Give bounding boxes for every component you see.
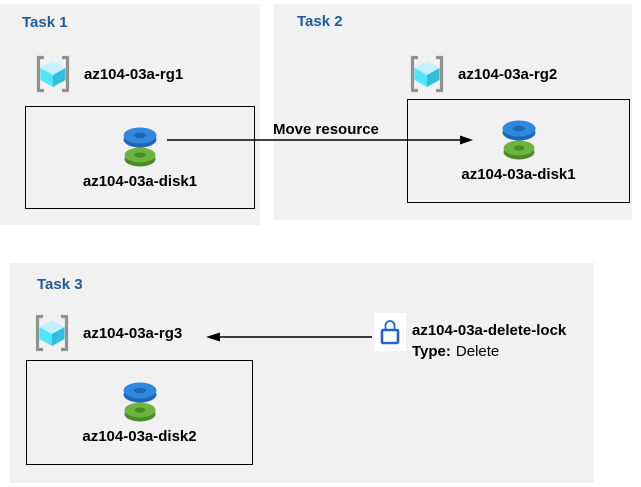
task3-resource-group: az104-03a-rg3 — [33, 313, 182, 353]
resource-group-icon — [410, 55, 444, 93]
delete-lock-type: Type:Delete — [412, 341, 566, 362]
task3-disk-label: az104-03a-disk2 — [82, 427, 197, 445]
task1-title: Task 1 — [22, 14, 68, 31]
task3-panel: Task 3 az104-03a-rg3 az104-03a-disk2 — [10, 263, 594, 483]
task3-resource-box: az104-03a-disk2 — [26, 360, 253, 465]
disk-icon — [123, 127, 157, 166]
delete-lock-text: az104-03a-delete-lock Type:Delete — [412, 320, 566, 362]
resource-group-icon — [35, 314, 69, 352]
resource-group-icon — [36, 55, 70, 93]
task1-resource-box: az104-03a-disk1 — [25, 106, 255, 209]
task1-disk-label: az104-03a-disk1 — [82, 172, 198, 190]
disk-icon — [123, 382, 156, 421]
task2-rg-label: az104-03a-rg2 — [458, 65, 558, 83]
task2-resource-box: az104-03a-disk1 — [407, 99, 630, 203]
task2-resource-group: az104-03a-rg2 — [408, 54, 557, 94]
task3-title: Task 3 — [37, 276, 83, 293]
task1-resource-group: az104-03a-rg1 — [34, 54, 183, 94]
lock-type-value: Delete — [455, 343, 500, 360]
task2-panel: Task 2 az104-03a-rg2 az104-03a-disk1 — [274, 4, 632, 220]
delete-lock-name: az104-03a-delete-lock — [412, 322, 567, 339]
task3-rg-label: az104-03a-rg3 — [83, 324, 183, 342]
task2-title: Task 2 — [297, 13, 343, 30]
disk-icon — [502, 120, 535, 160]
task1-rg-label: az104-03a-rg1 — [84, 65, 184, 83]
task2-disk-label: az104-03a-disk1 — [461, 166, 576, 183]
task1-panel: Task 1 az104-03a-rg1 az104-03a-disk1 — [0, 4, 260, 225]
move-resource-label: Move resource — [273, 121, 379, 138]
lock-type-label: Type: — [412, 343, 451, 360]
delete-lock-badge — [374, 313, 406, 351]
lock-icon — [380, 320, 400, 345]
